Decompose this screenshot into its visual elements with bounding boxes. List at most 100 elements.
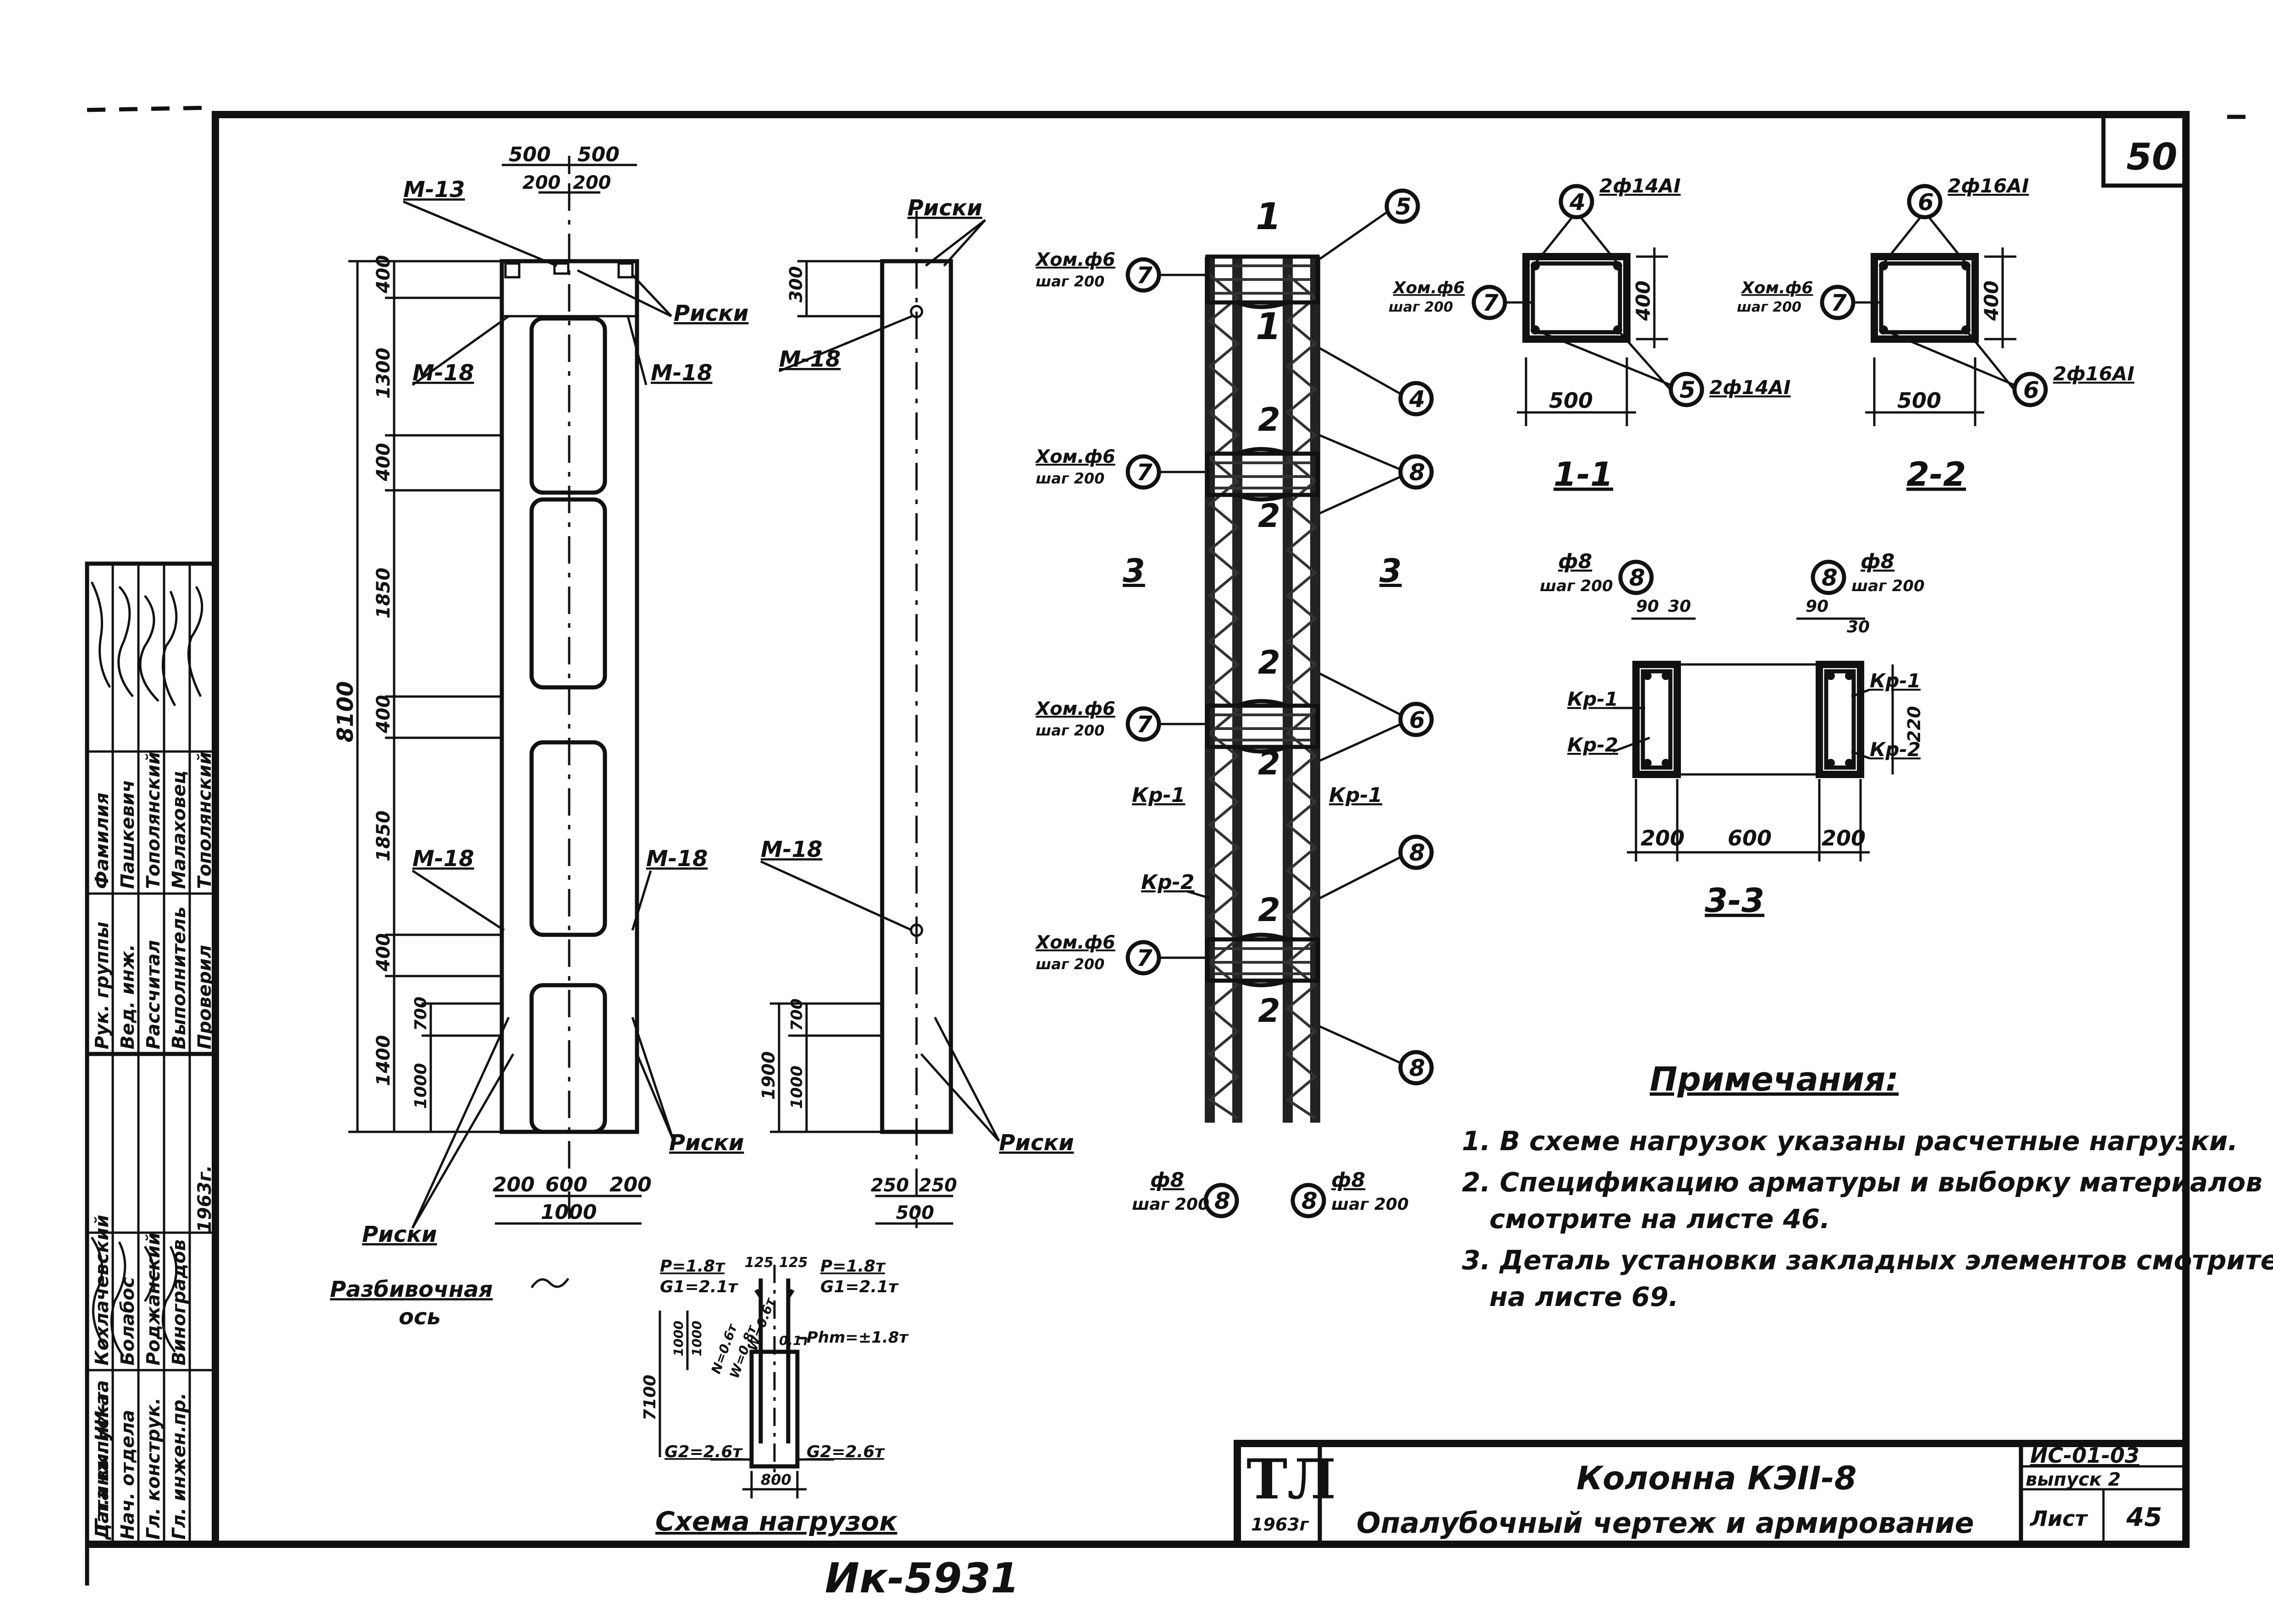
- cut-mark-2-a: 2: [1258, 401, 1280, 439]
- s11-bottom-bars: 2ф14АI: [1709, 376, 1790, 399]
- clamp-label-1: Хом.ф6 шаг 200 7: [1034, 249, 1208, 293]
- stamp-role-10: Проверил: [194, 945, 215, 1049]
- notes-heading: Примечания:: [1650, 1060, 1899, 1098]
- clamp-label-3: Хом.ф6 шаг 200 7: [1034, 698, 1208, 742]
- s11-height: 400: [1632, 280, 1654, 321]
- s33-bar-right: ф8: [1861, 550, 1894, 573]
- cut-mark-2-e: 2: [1258, 891, 1280, 929]
- sheet-label: Лист: [2029, 1506, 2088, 1531]
- side-approval-stamp: Дата выпуска Гл.инж. НИ-та Нач. отдела Г…: [85, 561, 218, 1547]
- corner-number-box: 50: [2101, 115, 2186, 188]
- s33-kr2-right: Кр-2: [1870, 738, 1921, 761]
- load-left-dim-1: 1000: [671, 1321, 686, 1356]
- stamp-role-2: Нач. отдела: [117, 1410, 138, 1540]
- dim-overall-height: 8100: [333, 681, 358, 742]
- bars-right-label: ф8: [1331, 1169, 1365, 1192]
- stamp-role-9: Выполнитель: [169, 906, 190, 1049]
- dim-inner-left: 200: [522, 172, 561, 193]
- load-width: 800: [761, 1471, 791, 1488]
- dim-seg-6: 1850: [373, 811, 394, 861]
- load-scheme-title: Схема нагрузок: [655, 1506, 898, 1537]
- s11-marker-5: 5: [1680, 377, 1696, 403]
- cut-mark-1-top: 1: [1256, 195, 1281, 238]
- s33-title: 3-3: [1705, 881, 1764, 920]
- s33-dim-90-right: 90: [1806, 597, 1828, 616]
- dim-seg-5: 400: [373, 695, 394, 734]
- label-m18-right-top: М-18: [651, 360, 712, 386]
- s22-height: 400: [1980, 280, 2003, 321]
- stamp-name-4: Виноградов: [169, 1240, 190, 1366]
- stamp-role-4: Гл. инжен.пр.: [169, 1393, 190, 1540]
- s11-title: 1-1: [1554, 455, 1613, 494]
- label-riski-bottom-right: Риски: [669, 1130, 744, 1156]
- s22-title: 2-2: [1906, 455, 1966, 494]
- notes: Примечания: 1. В схеме нагрузок указаны …: [1462, 1060, 2273, 1312]
- load-ph: Рhm=±1.8т: [807, 1328, 909, 1347]
- stamp-surname-5: Тополянский: [194, 752, 215, 889]
- dim-seg-1: 400: [373, 255, 394, 294]
- s11-clamp: Хом.ф6: [1392, 279, 1465, 297]
- issue: выпуск 2: [2026, 1469, 2121, 1490]
- stamp-surname-2: Пашкевич: [117, 780, 138, 889]
- label-riski-bottom-left: Риски: [362, 1222, 437, 1247]
- marker-8-mid: 8: [1409, 839, 1425, 866]
- s22-bottom-bars: 2ф16АI: [2053, 362, 2134, 385]
- cut-mark-2-f: 2: [1258, 992, 1280, 1030]
- dim-sub-2: 1000: [412, 1063, 430, 1109]
- marker-7-d: 7: [1136, 945, 1153, 971]
- sheet-frame: [85, 105, 2246, 1586]
- dim-seg-4: 1850: [373, 568, 394, 619]
- note-line-1: 1. В схеме нагрузок указаны расчетные на…: [1462, 1125, 2238, 1157]
- logo: ТЛ: [1246, 1447, 1336, 1512]
- corner-number: 50: [2126, 136, 2177, 178]
- s22-clamp: Хом.ф6: [1740, 279, 1813, 297]
- load-scheme: P=1.8т G1=2.1т 125 125 P=1.8т G1=2.1т 71…: [641, 1255, 909, 1537]
- side-dim-3: 700: [788, 999, 806, 1031]
- dim-sub-1: 700: [412, 997, 430, 1031]
- clamp-label-4-text: Хом.ф6: [1034, 932, 1115, 953]
- s33-dim-30-left: 30: [1668, 597, 1691, 616]
- dim-bottom-right: 200: [609, 1173, 652, 1196]
- dim-seg-3: 400: [373, 443, 394, 482]
- clamp-label-4: Хом.ф6 шаг 200 7: [1034, 932, 1208, 976]
- s33-dim-30-right: 30: [1847, 618, 1870, 636]
- stamp-surname-4: Малаховец: [169, 771, 190, 889]
- clamp-label-1-step: шаг 200: [1036, 273, 1104, 290]
- dim-seg-8: 1400: [373, 1035, 394, 1086]
- dim-bottom-total: 1000: [541, 1201, 597, 1224]
- label-m13: М-13: [403, 177, 465, 203]
- label-riski-top: Риски: [674, 301, 748, 326]
- label-m18-left-top: М-18: [412, 360, 474, 386]
- stamp-surname-1: Фамилия: [92, 793, 113, 889]
- s33-bar-left: ф8: [1558, 550, 1592, 573]
- clamp-label-4-step: шаг 200: [1036, 955, 1104, 973]
- load-pg: 0.1т: [779, 1333, 810, 1348]
- cut-mark-2-c: 2: [1258, 644, 1280, 681]
- cut-mark-2-d: 2: [1258, 745, 1280, 782]
- marker-8-bottom: 8: [1409, 1055, 1425, 1081]
- s11-clamp-step: шаг 200: [1389, 299, 1453, 315]
- dim-top-right: 500: [577, 143, 620, 166]
- kr1-left: Кр-1: [1132, 784, 1185, 807]
- signature-scribble: [90, 581, 203, 707]
- side-dim-bottom-left: 250: [871, 1175, 909, 1196]
- column-side-view: 300 1900 700 1000 Риски М-18 М-18 Риски …: [758, 195, 1074, 1228]
- load-g-right: G1=2.1т: [820, 1278, 899, 1296]
- marker-8-left-bottom: 8: [1214, 1188, 1230, 1214]
- s33-kr2-left: Кр-2: [1567, 734, 1618, 756]
- s22-clamp-step: шаг 200: [1737, 299, 1801, 315]
- side-label-riski-top: Риски: [907, 195, 982, 221]
- s33-dim-90-left: 90: [1636, 597, 1659, 616]
- title-line-2: Опалубочный чертеж и армирование: [1356, 1506, 1974, 1540]
- s11-top-bars: 2ф14АI: [1599, 175, 1680, 197]
- kr2-left: Кр-2: [1141, 871, 1194, 894]
- marker-8-right-bottom: 8: [1301, 1188, 1318, 1214]
- marker-6-a: 6: [1409, 707, 1425, 733]
- label-m18-right-bottom: М-18: [646, 846, 708, 872]
- s33-dim-bottom-left: 200: [1641, 826, 1685, 850]
- note-line-3: смотрите на листе 46.: [1489, 1203, 1830, 1234]
- section-3-left: 3: [1123, 552, 1145, 590]
- archive-stamp: Ик-5931: [825, 1554, 1019, 1602]
- side-dim-bottom-right: 250: [919, 1175, 957, 1196]
- bars-right-step: шаг 200: [1331, 1195, 1409, 1214]
